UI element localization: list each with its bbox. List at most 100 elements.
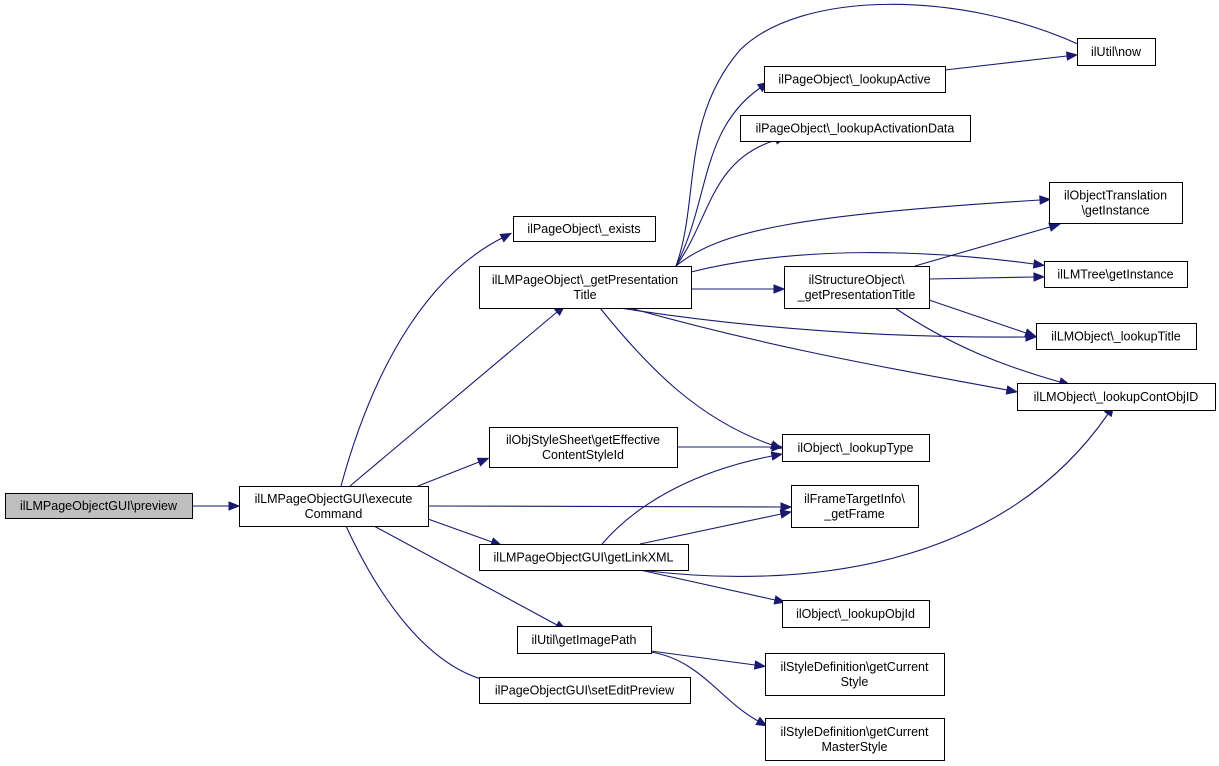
edge-getPres-to-lookupTitle <box>619 307 1038 342</box>
node-lmtree[interactable]: ilLMTree\getInstance <box>1044 261 1188 288</box>
arrowhead <box>755 716 768 727</box>
node-label: _getPresentationTitle <box>797 288 916 302</box>
arrowhead <box>780 502 793 512</box>
node-label: ilUtil\getImagePath <box>532 633 637 647</box>
node-label: ilPageObject\_lookupActive <box>778 73 930 87</box>
node-label: Style <box>841 675 869 689</box>
edge-getPres-to-objTrans <box>675 195 1052 267</box>
edge-structPres-to-lookupTitle <box>928 299 1037 338</box>
edge-line <box>345 525 494 683</box>
arrowhead <box>228 501 241 511</box>
node-box <box>479 677 691 704</box>
node-label: ilLMPageObjectGUI\preview <box>20 499 178 513</box>
edge-structPres-to-objTrans <box>914 222 1061 267</box>
edge-getPres-to-lookupActData <box>675 135 787 267</box>
edge-line <box>340 237 503 487</box>
edge-line <box>427 518 493 543</box>
node-linkxml[interactable]: ilLMPageObjectGUI\getLinkXML <box>479 544 689 571</box>
node-label: ilObjStyleSheet\getEffective <box>506 433 660 447</box>
node-now[interactable]: ilUtil\now <box>1077 38 1156 66</box>
node-label: ilStyleDefinition\getCurrent <box>781 660 930 674</box>
node-contObj[interactable]: ilLMObject\_lookupContObjID <box>1017 383 1216 411</box>
edge-getPres-to-contObj <box>629 307 1019 395</box>
edge-line <box>650 651 759 722</box>
node-lookupActData[interactable]: ilPageObject\_lookupActivationData <box>740 115 971 142</box>
node-label: ilLMPageObject\_getPresentation <box>492 273 678 287</box>
edge-line <box>914 226 1051 267</box>
node-lookupObjId[interactable]: ilObject\_lookupObjId <box>782 600 930 628</box>
node-lookupActive[interactable]: ilPageObject\_lookupActive <box>764 66 946 93</box>
node-style[interactable]: ilObjStyleSheet\getEffectiveContentStyle… <box>489 427 678 468</box>
node-box <box>1017 383 1216 411</box>
edge-line <box>894 307 1061 383</box>
node-box <box>765 653 945 696</box>
node-label: Title <box>573 288 596 302</box>
node-label: ilObjectTranslation <box>1064 189 1167 203</box>
arrowhead <box>771 442 784 452</box>
node-label: MasterStyle <box>822 740 888 754</box>
edge-structPres-to-lmtree <box>928 272 1046 282</box>
edge-line <box>675 3 1081 267</box>
edge-line <box>427 505 782 508</box>
node-label: \getInstance <box>1081 204 1149 218</box>
node-label: ilUtil\now <box>1091 45 1142 59</box>
node-label: ilPageObject\_exists <box>527 222 640 236</box>
node-imgpath[interactable]: ilUtil\getImagePath <box>517 626 652 654</box>
node-box <box>1077 38 1156 66</box>
node-box <box>782 434 930 462</box>
edge-getPres-to-lmtree <box>690 252 1046 273</box>
edges-layer <box>192 3 1115 727</box>
node-lookupTitle[interactable]: ilLMObject\_lookupTitle <box>1036 323 1197 350</box>
edge-line <box>601 455 773 545</box>
arrowhead <box>1048 222 1061 232</box>
node-label: ilObject\_lookupType <box>797 441 913 455</box>
edge-imgpath-to-curMaster <box>650 651 768 727</box>
arrowhead <box>753 660 767 670</box>
node-label: ilLMPageObjectGUI\execute <box>255 492 413 506</box>
edge-line <box>373 525 558 626</box>
node-lookupType[interactable]: ilObject\_lookupType <box>782 434 930 462</box>
edge-line <box>928 299 1027 334</box>
node-box <box>740 115 971 142</box>
edge-linkxml-to-lookupObjId <box>639 569 787 605</box>
node-label: ilStyleDefinition\getCurrent <box>781 725 930 739</box>
edge-line <box>349 311 558 487</box>
node-exists[interactable]: ilPageObject\_exists <box>513 216 656 242</box>
edge-line <box>650 650 756 666</box>
node-root[interactable]: ilLMPageObjectGUI\preview <box>5 493 193 519</box>
node-label: Command <box>305 507 363 521</box>
node-label: ilLMObject\_lookupTitle <box>1051 330 1181 344</box>
edge-line <box>675 87 761 267</box>
edge-line <box>675 199 1041 267</box>
nodes-layer: ilLMPageObjectGUI\preview ilLMPageObjectG… <box>5 38 1216 761</box>
edge-exec-to-imgpath <box>373 525 567 631</box>
edge-lookupActive-to-now <box>944 51 1079 71</box>
arrowhead <box>1065 51 1079 61</box>
edge-line <box>639 413 1109 577</box>
arrowhead <box>1032 259 1046 269</box>
node-box <box>489 427 678 468</box>
node-frame[interactable]: ilFrameTargetInfo\_getFrame <box>791 485 919 528</box>
node-objTrans[interactable]: ilObjectTranslation\getInstance <box>1049 182 1183 224</box>
node-box <box>517 626 652 654</box>
node-label: ilPageObject\_lookupActivationData <box>756 122 955 136</box>
edge-linkxml-to-frame <box>639 509 793 545</box>
node-label: _getFrame <box>823 507 884 521</box>
node-structPres[interactable]: ilStructureObject\_getPresentationTitle <box>784 266 930 309</box>
node-box <box>1044 261 1188 288</box>
node-label: ilLMObject\_lookupContObjID <box>1034 390 1199 404</box>
edge-line <box>690 252 1035 273</box>
node-setedit[interactable]: ilPageObjectGUI\setEditPreview <box>479 677 691 704</box>
node-getPres[interactable]: ilLMPageObject\_getPresentationTitle <box>479 266 692 309</box>
edge-exec-to-frame <box>427 502 793 512</box>
edge-line <box>944 55 1068 71</box>
edge-line <box>639 513 782 545</box>
edge-line <box>675 139 777 267</box>
edge-root-to-exec <box>192 501 241 511</box>
edge-getPres-to-lookupActive <box>675 81 770 267</box>
arrowhead <box>1024 328 1037 338</box>
